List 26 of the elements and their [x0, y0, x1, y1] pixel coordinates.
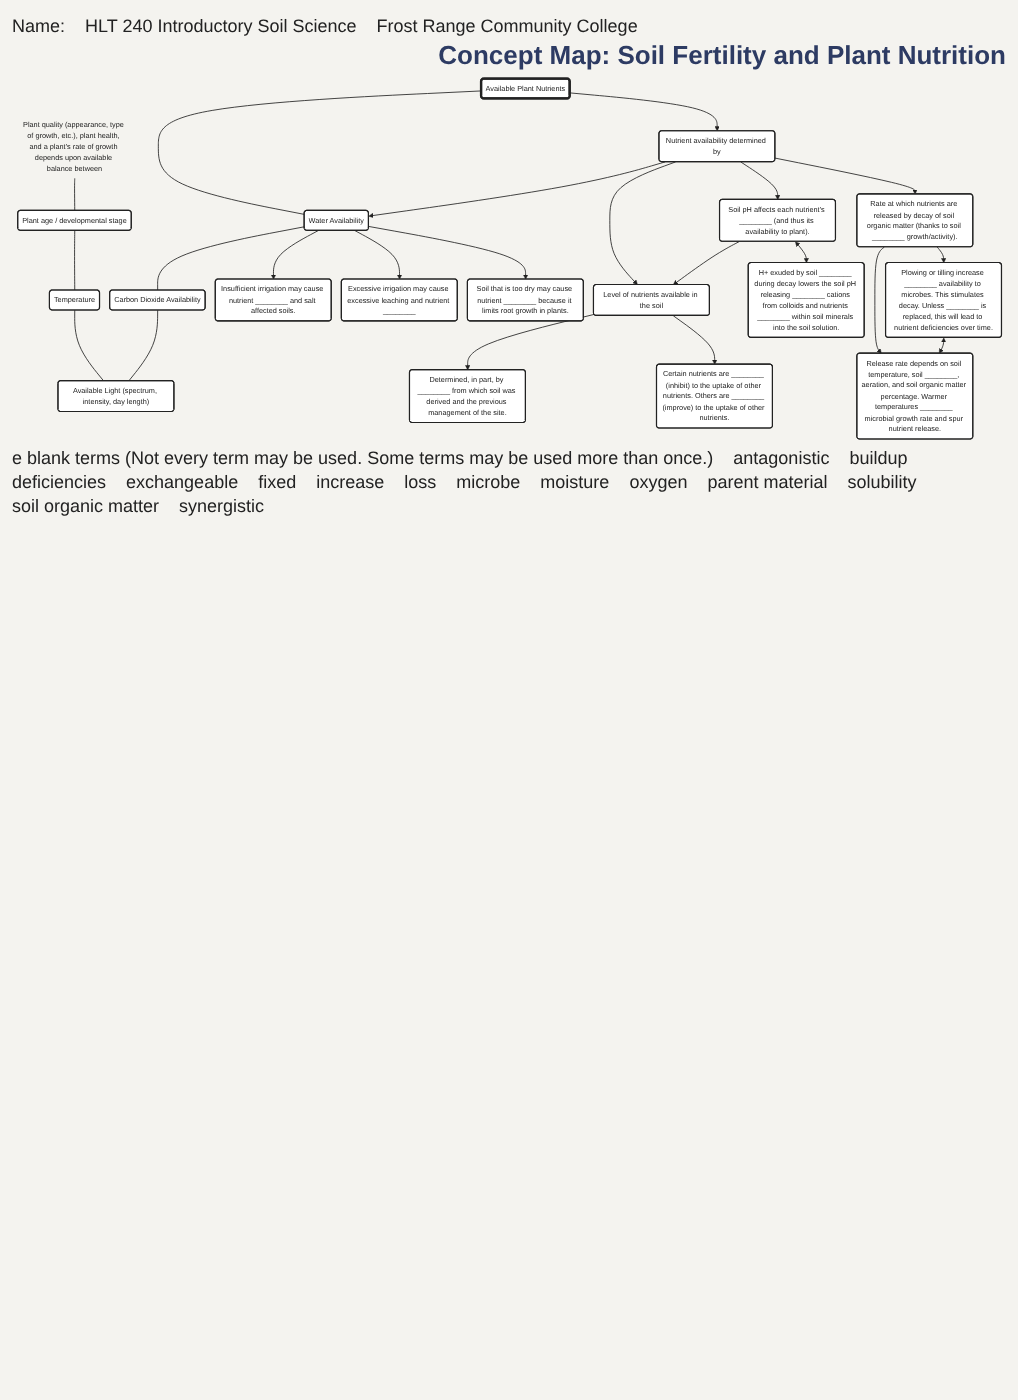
word-bank-term: deficiencies: [12, 471, 107, 492]
word-bank-term: exchangeable: [126, 471, 239, 492]
header-text: HLT 240 Introductory Soil Science: [85, 16, 357, 36]
word-bank-term: parent material: [707, 471, 828, 492]
word-bank-term: fixed: [258, 471, 297, 492]
connector: [74, 309, 104, 382]
word-bank-term: antagonistic: [733, 447, 830, 468]
instruction-text: e blank terms (Not every term may be used. Some terms may be used more than once.): [12, 447, 714, 468]
word-bank-term: loss: [404, 471, 437, 492]
word-bank-term: increase: [316, 471, 385, 492]
connector: [128, 309, 159, 382]
connector: [157, 90, 482, 215]
word-bank-term: soil organic matter: [12, 495, 160, 516]
word-bank-term: moisture: [540, 471, 610, 492]
word-bank-term: microbe: [456, 471, 521, 492]
connector: [157, 226, 305, 291]
word-bank-term: synergistic: [179, 495, 265, 516]
connector: [74, 230, 76, 291]
word-bank-term: solubility: [847, 471, 917, 492]
title: Concept Map: Soil Fertility and Plant Nutrition: [436, 40, 1006, 70]
arrow: [939, 337, 947, 354]
header-text: Name:: [12, 16, 66, 36]
word-bank-term: buildup: [849, 447, 908, 468]
header-text: Frost Range Community College: [376, 16, 638, 36]
connector: [74, 178, 76, 212]
word-bank-term: oxygen: [629, 471, 688, 492]
